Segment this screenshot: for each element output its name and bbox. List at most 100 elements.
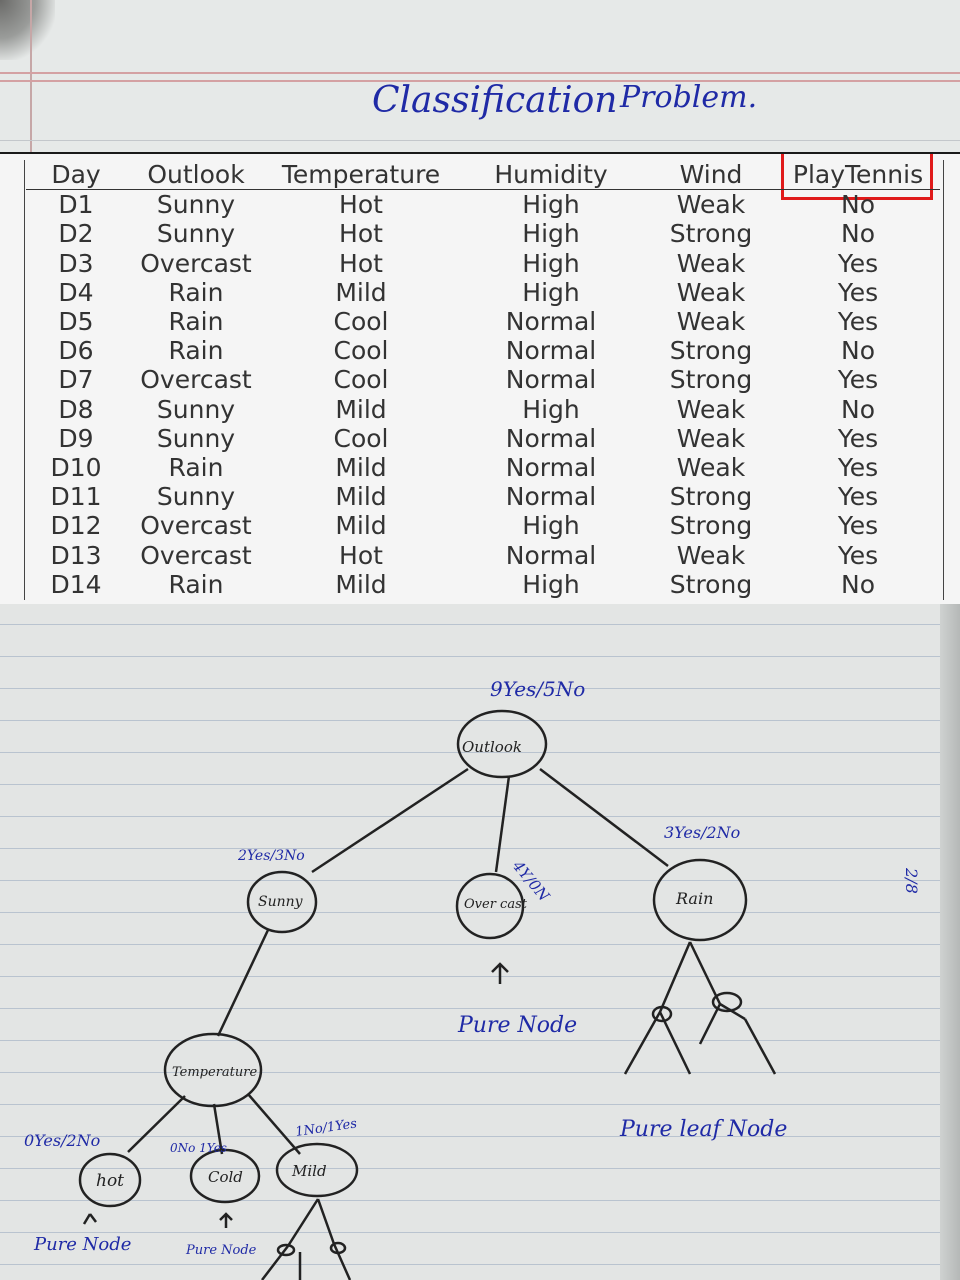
table-cell: Yes [837,511,879,541]
table-cell: Normal [505,482,597,512]
node-cold [189,1148,261,1204]
table-cell: Rain [168,307,224,337]
overcast-label: Over cast [464,897,528,912]
table-cell: D5 [58,307,94,337]
table-cell: Strong [669,219,753,249]
table-cell: High [522,511,580,541]
table-cell: No [841,219,875,249]
rain-subnode [651,1005,673,1023]
table-cell: Cool [333,336,389,366]
table-cell: Mild [335,277,387,307]
edge-temperature-hot [127,1095,186,1153]
rain-label: Rain [675,889,713,908]
table-cell: Hot [339,248,383,278]
mild-counts: 1No/1Yes [294,1116,358,1140]
table-cell: No [841,336,875,366]
page-edge [940,604,960,1280]
table-cell: Hot [339,540,383,570]
table-cell: Strong [669,569,753,599]
column-header: Temperature [281,160,441,189]
table-cell: No [841,569,875,599]
mild-subnode [276,1243,296,1257]
table-cell: Weak [676,453,746,483]
margin-line [30,0,32,152]
decision-tree-drawing: 9Yes/5No Outlook 2Yes/3No Sunny 4Y/0N Ov… [24,677,921,1280]
mild-subtree-sketch [261,1198,352,1280]
dataset-table-panel: Day Outlook Temperature Humidity Wind Pl… [0,152,960,606]
table-cell: Normal [505,423,597,453]
table-cell: Cool [333,307,389,337]
table-cell: Overcast [140,248,252,278]
table-cell: High [522,190,580,220]
hot-counts: 0Yes/2No [24,1131,100,1150]
table-cell: D1 [58,190,94,220]
table-cell: Strong [669,365,753,395]
column-header: Day [51,160,101,189]
table-cell: D2 [58,219,94,249]
table-row: D2 Sunny Hot High Strong No [26,219,940,248]
rain-subnode [711,991,743,1013]
table-cell: Sunny [156,482,236,512]
cold-counts: 0No 1Yes [170,1141,227,1155]
node-overcast [455,872,525,940]
table-cell: Mild [335,511,387,541]
table-cell: Sunny [156,423,236,453]
table-cell: D6 [58,336,94,366]
table-cell: Normal [505,365,597,395]
table-cell: Overcast [140,511,252,541]
table-cell: D14 [50,569,102,599]
root-counts: 9Yes/5No [490,677,585,701]
sunny-label: Sunny [258,894,304,910]
page-number: 2/8 [902,867,921,894]
table-cell: Mild [335,394,387,424]
mild-label: Mild [291,1162,327,1180]
table-cell: Yes [837,423,879,453]
table-cell: Mild [335,482,387,512]
table-cell: D4 [58,277,94,307]
table-cell: Mild [335,569,387,599]
table-cell: High [522,277,580,307]
table-cell: High [522,248,580,278]
red-rule [0,80,960,82]
node-rain [652,858,748,942]
table-cell: Yes [837,248,879,278]
table-cell: No [841,190,875,220]
table-cell: Yes [837,365,879,395]
edge-temperature-mild [247,1093,301,1155]
table-cell: D13 [50,540,102,570]
play-tennis-table: Day Outlook Temperature Humidity Wind Pl… [26,160,940,599]
table-cell: Weak [676,394,746,424]
table-cell: Normal [505,307,597,337]
table-cell: Yes [837,453,879,483]
table-cell: Weak [676,423,746,453]
rain-note: Pure leaf Node [619,1117,787,1142]
table-cell: Normal [505,540,597,570]
sunny-counts: 2Yes/3No [237,848,305,864]
cold-note: Pure Node [185,1243,257,1258]
table-cell: Sunny [156,219,236,249]
arrow-up-icon [491,962,509,984]
table-cell: D8 [58,394,94,424]
table-cell: Sunny [156,190,236,220]
heading-problem: Problem. [620,80,758,115]
table-cell: Normal [505,453,597,483]
cold-label: Cold [208,1168,243,1186]
table-cell: High [522,219,580,249]
edge-root-rain [539,768,669,867]
table-cell: Rain [168,336,224,366]
table-cell: Rain [168,277,224,307]
table-header-row: Day Outlook Temperature Humidity Wind Pl… [26,160,940,190]
page-shadow [0,0,55,60]
table-cell: Hot [339,219,383,249]
table-cell: Yes [837,482,879,512]
table-cell: Weak [676,540,746,570]
red-rule [0,72,960,74]
table-cell: Strong [669,336,753,366]
table-cell: No [841,394,875,424]
